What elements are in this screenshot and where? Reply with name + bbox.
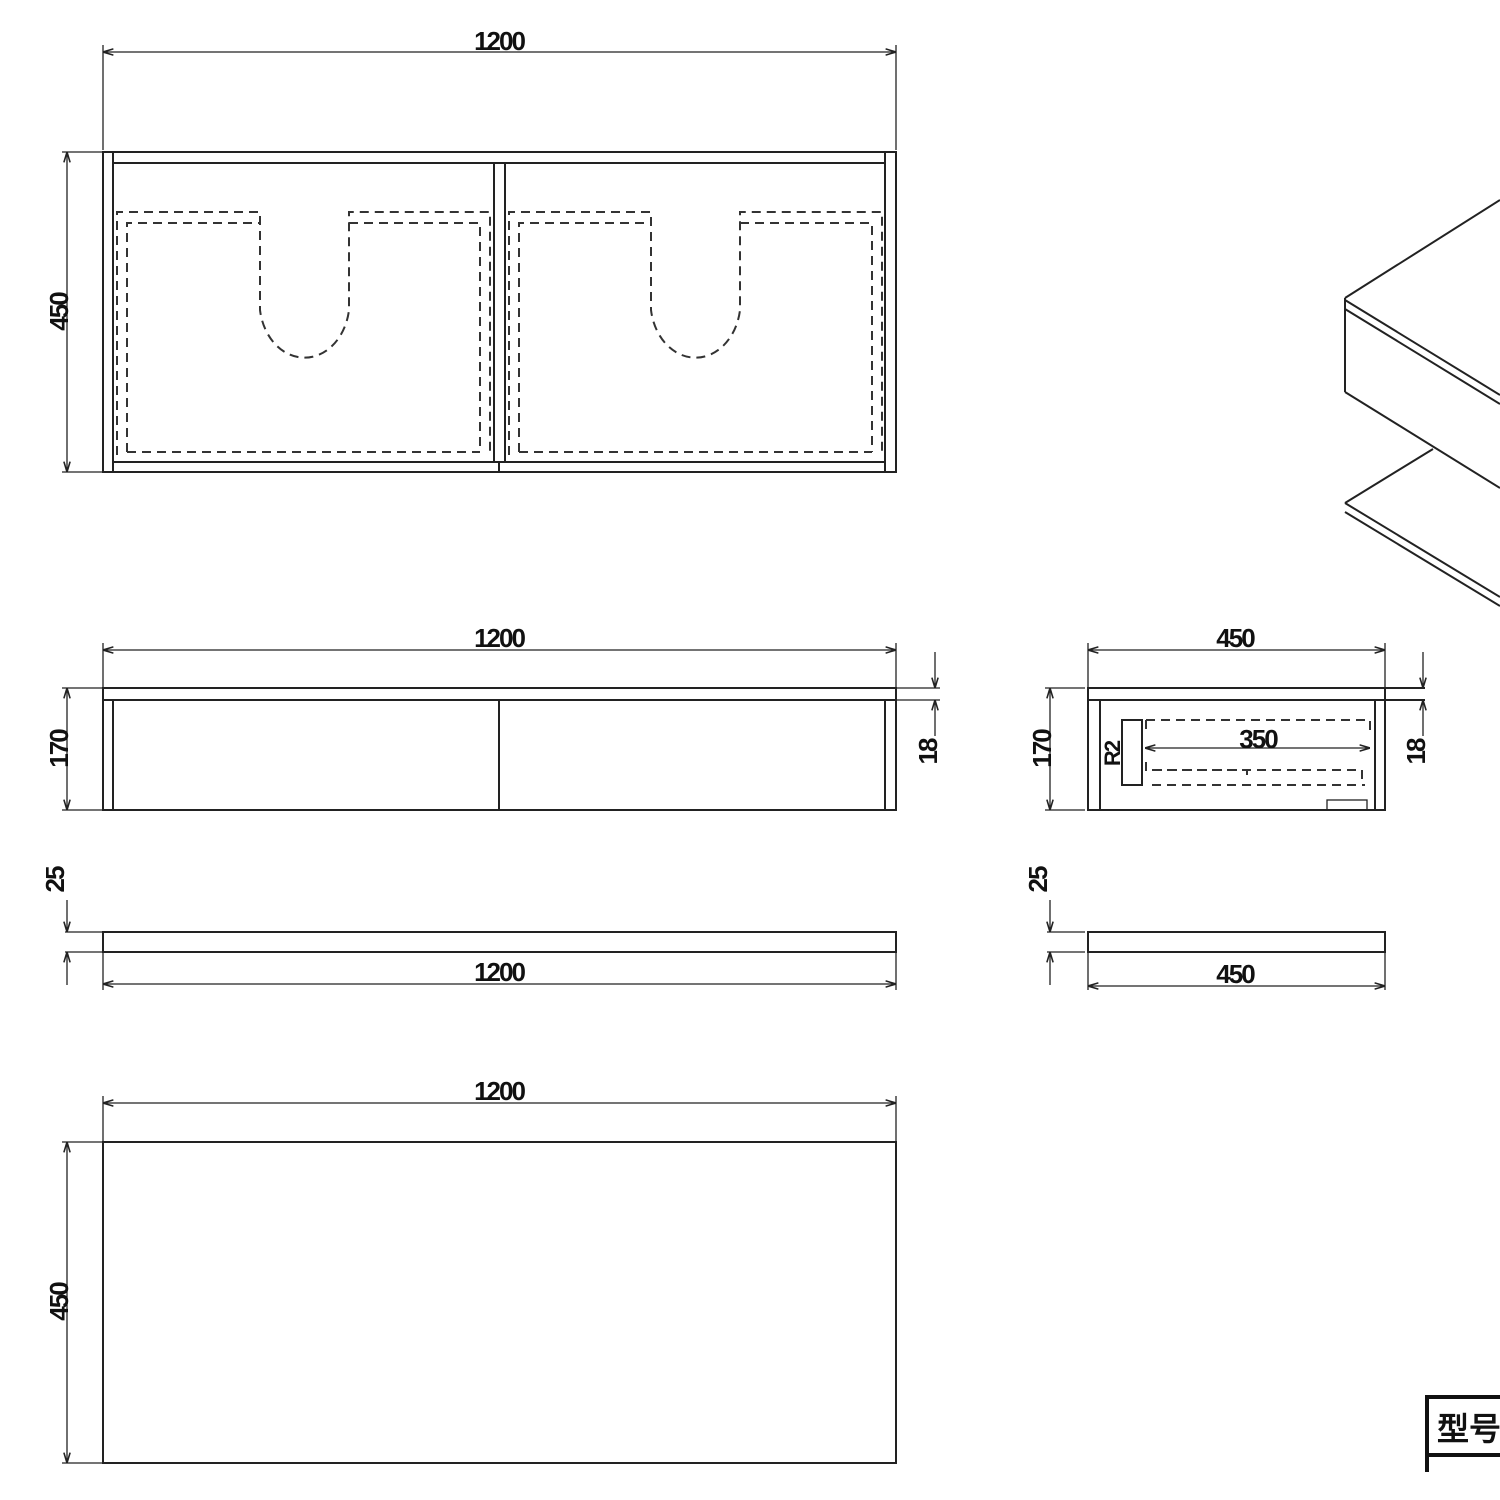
basin-outline-right xyxy=(508,211,883,455)
bottom-view: 1200 450 xyxy=(44,1076,897,1464)
side-plate-view: 25 450 xyxy=(1023,866,1386,990)
top-depth-dimension: 450 xyxy=(44,292,74,331)
title-block: 型号 xyxy=(1425,1395,1500,1472)
isometric-view xyxy=(1344,199,1500,607)
side-plate-width-dimension: 450 xyxy=(1216,959,1255,989)
side-panel-dimension: 18 xyxy=(1401,738,1431,764)
front-plate-thickness-dimension: 25 xyxy=(40,866,70,892)
front-height-dimension: 170 xyxy=(44,729,74,768)
front-panel-dimension: 18 xyxy=(913,738,943,764)
model-label: 型号 xyxy=(1437,1410,1500,1448)
front-plate-width-dimension: 1200 xyxy=(474,957,525,987)
top-width-dimension: 1200 xyxy=(474,26,525,56)
side-plate-thickness-dimension: 25 xyxy=(1023,866,1053,892)
front-width-dimension: 1200 xyxy=(474,623,525,653)
side-height-dimension: 170 xyxy=(1027,729,1057,768)
radius-dimension: R2 xyxy=(1100,740,1125,766)
bottom-width-dimension: 1200 xyxy=(474,1076,525,1106)
bottom-depth-dimension: 450 xyxy=(44,1282,74,1321)
side-width-dimension: 450 xyxy=(1216,623,1255,653)
basin-outline-left xyxy=(116,211,491,455)
side-view: 450 170 350 R2 18 xyxy=(1027,623,1431,811)
top-view: 1200 450 xyxy=(44,26,897,473)
front-plate-view: 25 1200 xyxy=(40,866,897,990)
front-view: 1200 170 18 xyxy=(44,623,943,811)
drawer-width-dimension: 350 xyxy=(1239,724,1278,754)
